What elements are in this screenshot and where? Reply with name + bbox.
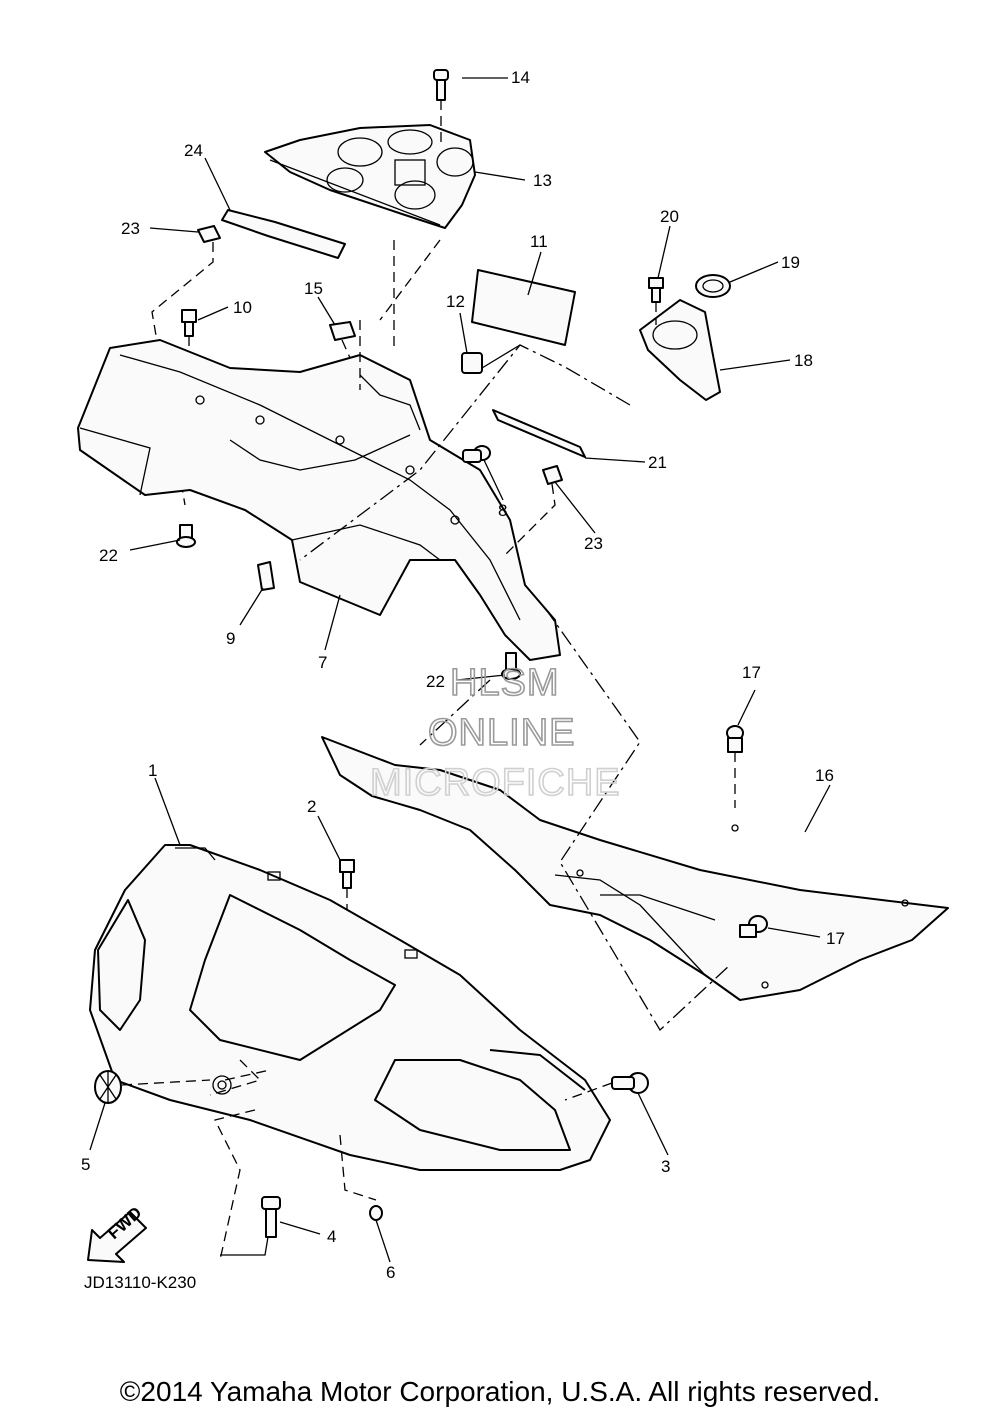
part-4-bolt — [261, 1196, 281, 1238]
part-12-grommet — [461, 344, 521, 374]
callout-9: 9 — [226, 629, 235, 648]
callout-17-top: 17 — [742, 663, 761, 682]
part-9-clip — [257, 561, 275, 591]
callout-21: 21 — [648, 453, 667, 472]
callout-4: 4 — [327, 1227, 336, 1246]
callout-7: 7 — [318, 653, 327, 672]
callout-23-top: 23 — [121, 219, 140, 238]
fwd-arrow-icon: FWD — [87, 1203, 147, 1263]
callout-6: 6 — [386, 1263, 395, 1282]
part-17-fastener-top — [726, 725, 744, 808]
part-13-storage-tray — [264, 124, 476, 229]
watermark: HLSM ONLINE MICROFICHE — [369, 661, 621, 805]
part-1-front-cowl — [89, 844, 611, 1171]
part-5-emblem — [94, 1070, 211, 1104]
document-code: JD13110-K230 — [84, 1273, 196, 1292]
part-22-screw-middle — [501, 652, 521, 680]
part-14-bolt — [433, 69, 449, 145]
callout-23-right: 23 — [584, 534, 603, 553]
part-21-rail — [492, 409, 586, 458]
callout-19: 19 — [781, 253, 800, 272]
callout-3: 3 — [661, 1157, 670, 1176]
callout-16: 16 — [815, 766, 834, 785]
part-18-cover — [639, 299, 721, 401]
part-2-fastener — [339, 859, 355, 910]
part-16-side-panel — [321, 736, 949, 1001]
callout-14: 14 — [511, 68, 530, 87]
part-23-nut-right — [504, 465, 563, 556]
part-10-clip — [181, 309, 197, 355]
callout-5: 5 — [81, 1155, 90, 1174]
callout-20: 20 — [660, 207, 679, 226]
copyright-notice: ©2014 Yamaha Motor Corporation, U.S.A. A… — [119, 1376, 881, 1407]
part-17-fastener-lower — [739, 915, 768, 938]
callout-11: 11 — [530, 232, 548, 251]
part-20-screw — [648, 277, 664, 325]
callout-22-left: 22 — [99, 546, 118, 565]
leader-lines — [89, 77, 831, 1263]
callout-17-lower: 17 — [826, 929, 845, 948]
callout-10: 10 — [233, 298, 252, 317]
assembly-lines — [209, 239, 731, 1261]
callout-1: 1 — [148, 761, 157, 780]
callout-8: 8 — [498, 501, 507, 520]
callout-labels: 1 2 3 4 5 6 7 8 9 10 11 12 13 14 15 16 1… — [81, 68, 845, 1282]
part-6-washer — [369, 1205, 383, 1221]
watermark-line-3: MICROFICHE — [370, 762, 621, 804]
callout-2: 2 — [307, 797, 316, 816]
callout-13: 13 — [533, 171, 552, 190]
watermark-line-2: ONLINE — [428, 712, 575, 754]
part-7-dash-panel — [77, 339, 561, 661]
callout-12: 12 — [446, 292, 465, 311]
part-8-screw — [462, 445, 491, 463]
part-3-bolt — [564, 1072, 649, 1101]
callout-15: 15 — [304, 279, 323, 298]
callout-22-middle: 22 — [426, 672, 445, 691]
callout-18: 18 — [794, 351, 813, 370]
callout-24: 24 — [184, 141, 203, 160]
watermark-line-1: HLSM — [450, 662, 560, 704]
part-22-screw-top — [176, 524, 196, 548]
part-24-rail-strip — [221, 209, 346, 259]
part-19-cap — [695, 274, 731, 298]
part-11-label-plate — [471, 269, 576, 346]
